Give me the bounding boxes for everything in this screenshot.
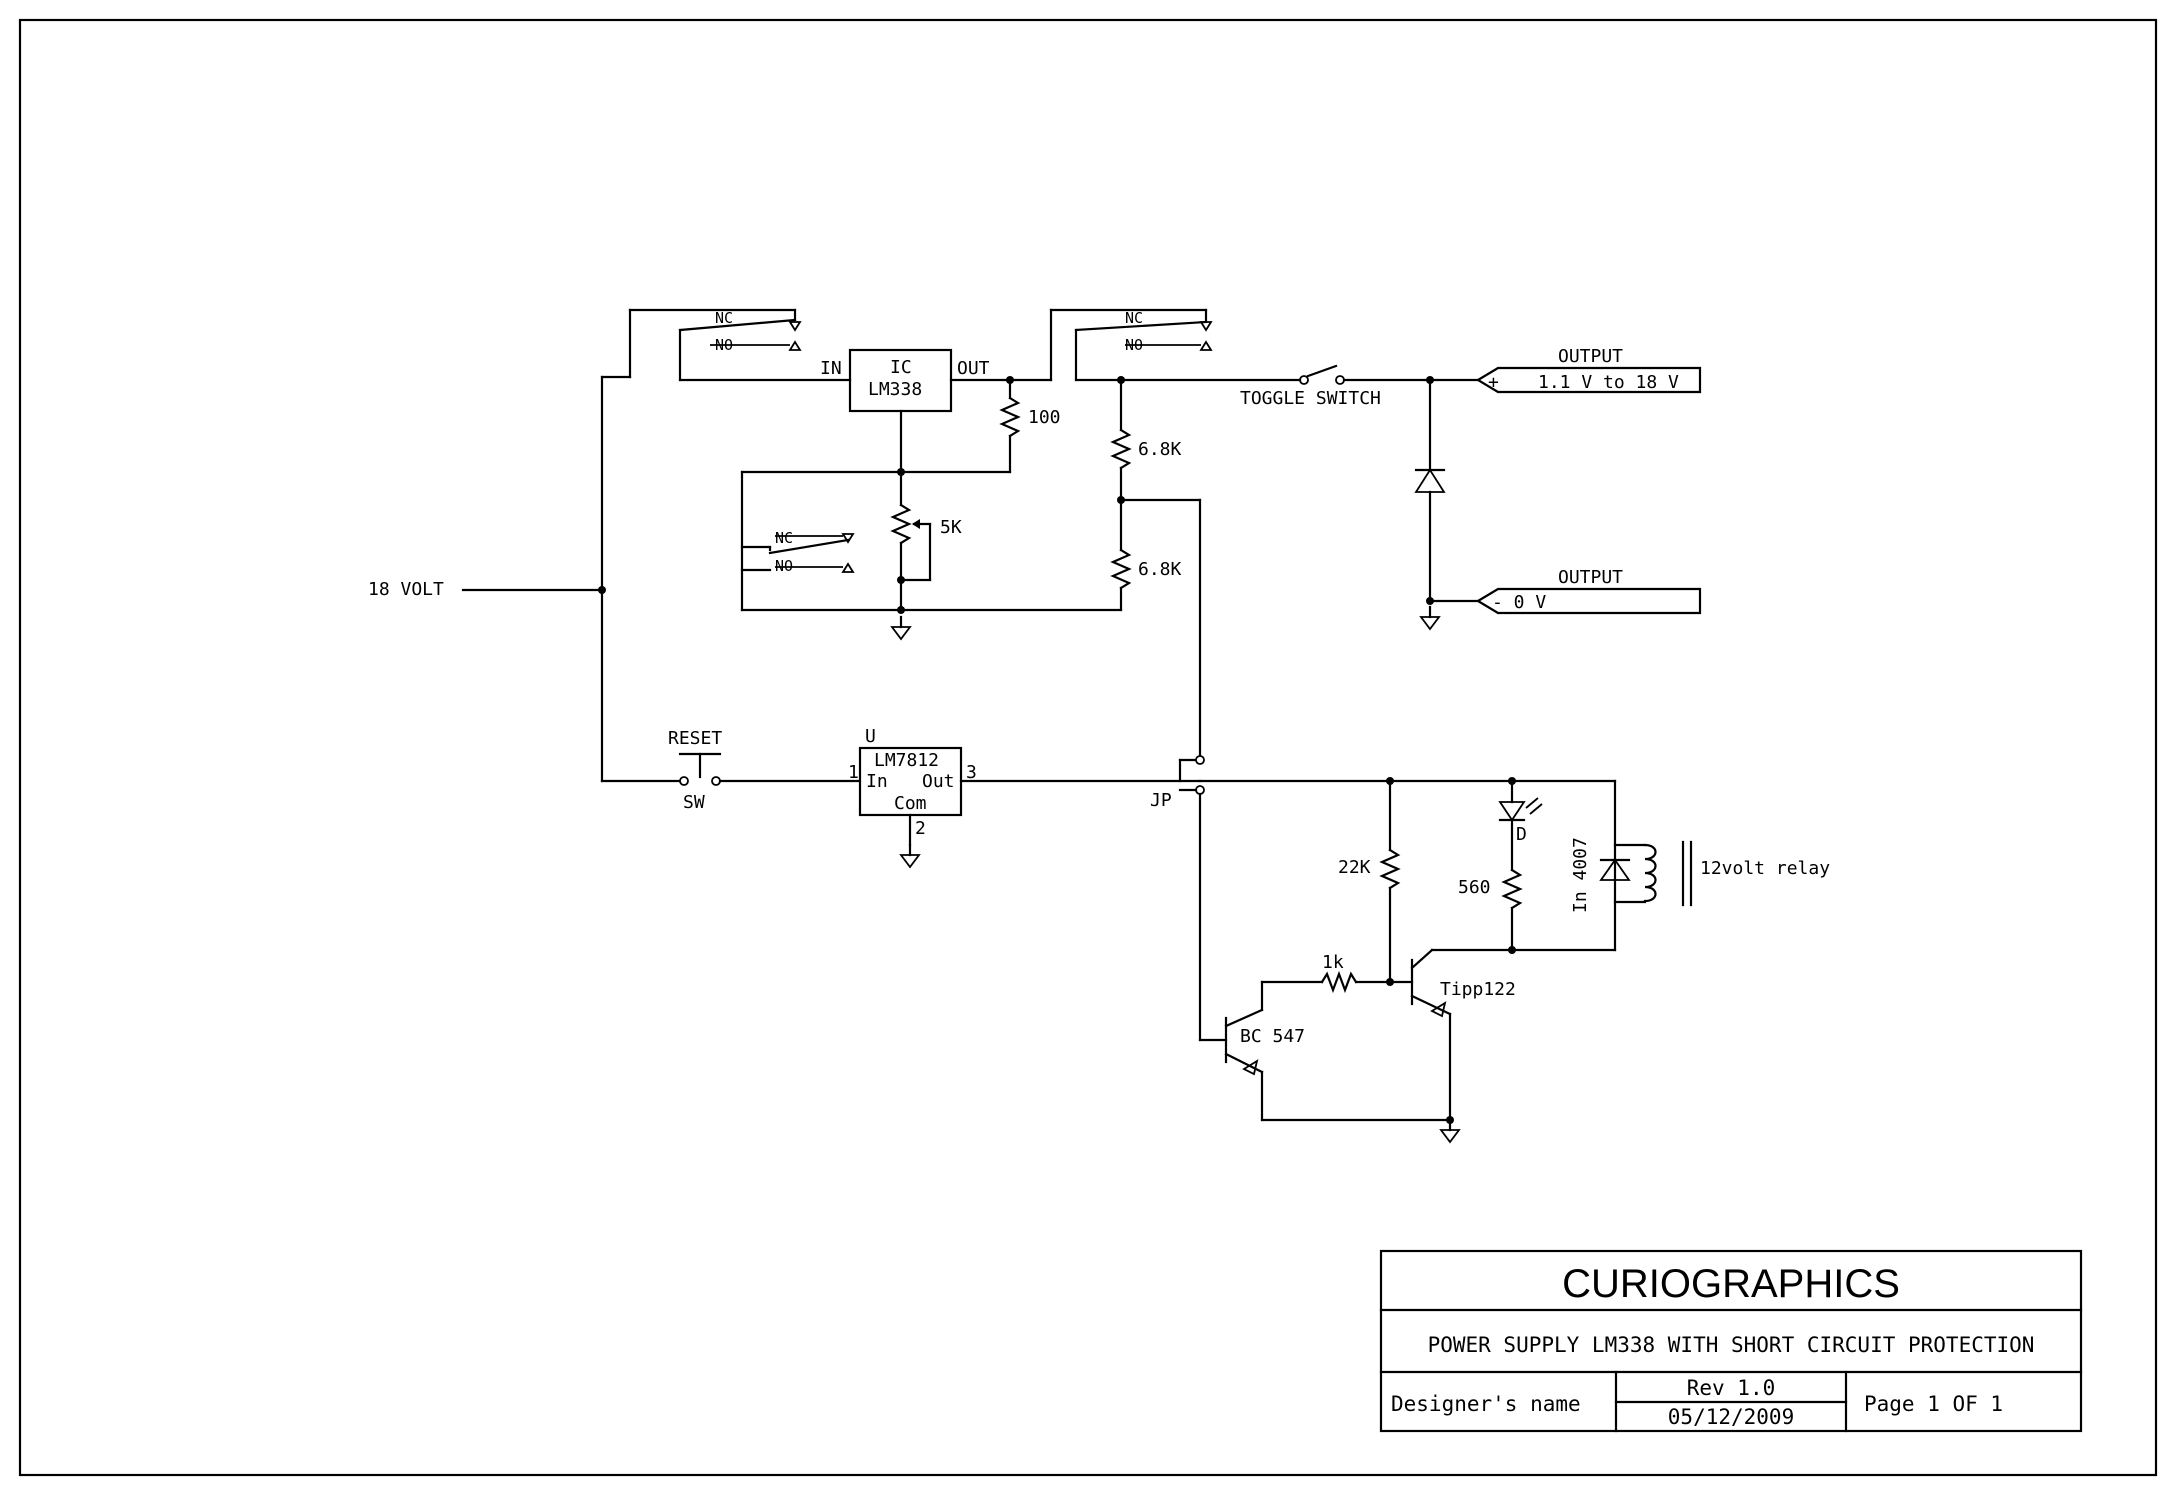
relay1-nc-label: NC — [715, 309, 733, 327]
relay1-no-label: NO — [715, 336, 733, 354]
ground-symbol-pot — [890, 615, 912, 641]
led-d — [1498, 777, 1543, 872]
relay2-no-label: NO — [775, 557, 793, 575]
output-negative-title: OUTPUT — [1558, 567, 1623, 588]
toggle-switch — [1298, 364, 1480, 385]
output-positive-plus: + — [1488, 372, 1499, 393]
relay-contact-2 — [740, 470, 1123, 612]
lm7812-regulator — [858, 746, 1202, 847]
resistor-560 — [1501, 868, 1523, 952]
diode-in4007-label: In 4007 — [1570, 837, 1591, 913]
reset-label: RESET — [668, 728, 722, 749]
output-positive-title: OUTPUT — [1558, 346, 1623, 367]
lm338-ref: IC — [890, 357, 912, 378]
r-6k8-top-value: 6.8K — [1138, 439, 1182, 460]
ground-symbol-output — [1419, 605, 1441, 631]
bc547-label: BC 547 — [1240, 1026, 1305, 1047]
lm7812-part: LM7812 — [874, 750, 939, 771]
output-negative-value: - 0 V — [1492, 592, 1546, 613]
title-block-revision: Rev 1.0 — [1687, 1376, 1776, 1400]
relay3-no-label: NO — [1125, 336, 1143, 354]
relay-contact-1 — [628, 308, 852, 382]
lm338-part: LM338 — [868, 379, 922, 400]
jumper-label: JP — [1150, 790, 1172, 811]
lm7812-pin-in: In — [866, 771, 888, 792]
switch-ref: SW — [683, 792, 705, 813]
lm338-regulator — [848, 348, 1012, 474]
transistor-bc547 — [1198, 1008, 1452, 1122]
toggle-switch-label: TOGGLE SWITCH — [1240, 388, 1381, 409]
r-22k-value: 22K — [1338, 857, 1371, 878]
output-positive-value: 1.1 V to 18 V — [1538, 372, 1679, 393]
transistor-tip122 — [1388, 948, 1452, 1122]
title-block-company: CURIOGRAPHICS — [1562, 1262, 1900, 1306]
output-negative-connector — [1475, 587, 1702, 615]
title-block — [1379, 1249, 2083, 1433]
title-block-title: POWER SUPPLY LM338 WITH SHORT CIRCUIT PR… — [1428, 1333, 2035, 1357]
relay3-nc-label: NC — [1125, 309, 1143, 327]
drawing-border — [18, 18, 2158, 1477]
lm7812-pin3: 3 — [966, 762, 977, 783]
lm7812-pin2: 2 — [915, 818, 926, 839]
input-wiring — [461, 308, 632, 783]
led-ref: D — [1516, 824, 1527, 845]
relay-coil — [1613, 779, 1693, 952]
resistor-22k — [1379, 777, 1401, 986]
reset-switch — [600, 752, 860, 786]
title-block-date: 05/12/2009 — [1668, 1405, 1794, 1429]
r-6k8-bottom-value: 6.8K — [1138, 559, 1182, 580]
ground-symbol-transistors — [1439, 1118, 1461, 1144]
flyback-diode — [1599, 858, 1631, 881]
resistor-1k — [1260, 970, 1392, 1012]
r-560-value: 560 — [1458, 877, 1491, 898]
lm7812-pin-out: Out — [922, 771, 955, 792]
output-positive-connector — [1475, 366, 1702, 394]
relay-coil-label: 12volt relay — [1700, 858, 1830, 879]
lm7812-ref: U — [865, 726, 876, 747]
tip122-label: Tipp122 — [1440, 979, 1516, 1000]
title-block-designer: Designer's name — [1391, 1392, 1581, 1416]
lm7812-pin-com: Com — [894, 793, 927, 814]
r-1k-value: 1k — [1322, 952, 1344, 973]
ground-symbol-7812 — [899, 843, 921, 869]
potentiometer-5k — [890, 470, 932, 614]
voltage-divider — [1110, 376, 1202, 757]
lm338-pin-in: IN — [820, 358, 842, 379]
input-18v-label: 18 VOLT — [368, 579, 444, 600]
jumper-jp — [1178, 755, 1617, 1042]
output-diode — [1414, 376, 1480, 605]
pot-5k-value: 5K — [940, 517, 962, 538]
relay2-nc-label: NC — [775, 529, 793, 547]
lm7812-pin1: 1 — [848, 762, 859, 783]
resistor-100-value: 100 — [1028, 407, 1061, 428]
relay-contact-3 — [1008, 308, 1302, 382]
title-block-page: Page 1 OF 1 — [1864, 1392, 2003, 1416]
lm338-pin-out: OUT — [957, 358, 990, 379]
